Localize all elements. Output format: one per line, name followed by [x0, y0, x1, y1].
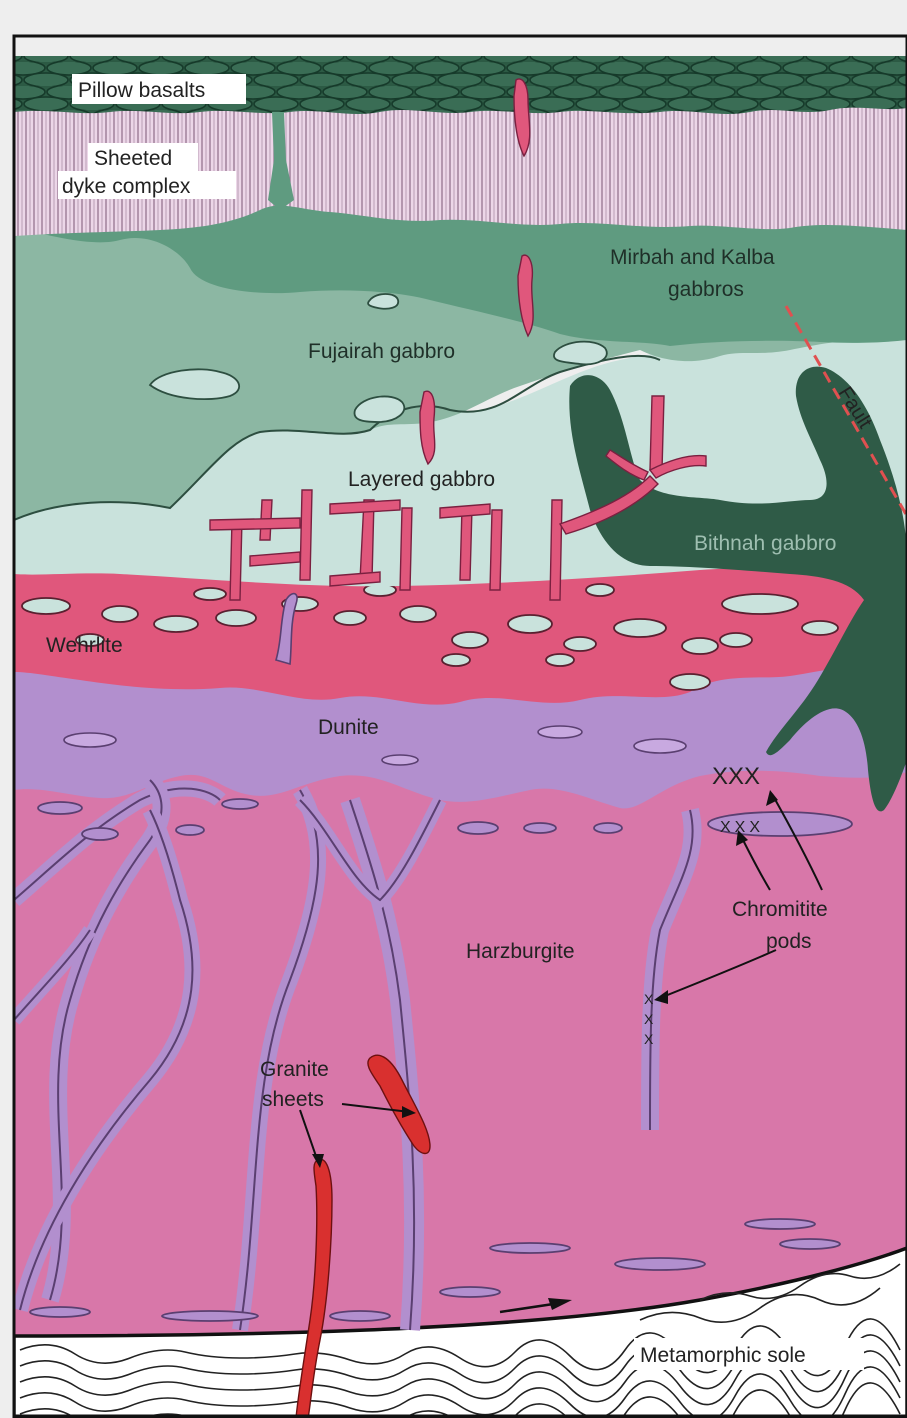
chromitite-dyke-mark-1: X [644, 991, 654, 1007]
label-granite-line1: Granite [260, 1058, 329, 1081]
label-dunite: Dunite [318, 716, 379, 739]
label-sheeted-line2: dyke complex [62, 175, 191, 198]
label-sheeted-line1: Sheeted [94, 147, 172, 170]
label-mirbah-line2: gabbros [668, 278, 744, 301]
label-pillow-basalts: Pillow basalts [78, 79, 205, 102]
label-harzburgite: Harzburgite [466, 940, 575, 963]
label-bithnah-gabbro: Bithnah gabbro [694, 532, 836, 555]
label-mirbah-line1: Mirbah and Kalba [610, 246, 775, 269]
label-fujairah: Fujairah gabbro [308, 340, 455, 363]
label-layered-gabbro: Layered gabbro [348, 468, 495, 491]
label-metamorphic-sole: Metamorphic sole [640, 1344, 806, 1367]
label-chromitite-line1: Chromitite [732, 898, 828, 921]
label-wehrlite: Wehrlite [46, 634, 123, 657]
chromitite-dyke-mark-3: X [644, 1031, 654, 1047]
label-granite-line2: sheets [262, 1088, 324, 1111]
chromitite-pod-marks: XXX [720, 819, 764, 836]
chromitite-dyke-mark-2: X [644, 1011, 654, 1027]
label-chromitite-line2: pods [766, 930, 812, 953]
chromitite-upper-marks: XXX [712, 763, 760, 790]
